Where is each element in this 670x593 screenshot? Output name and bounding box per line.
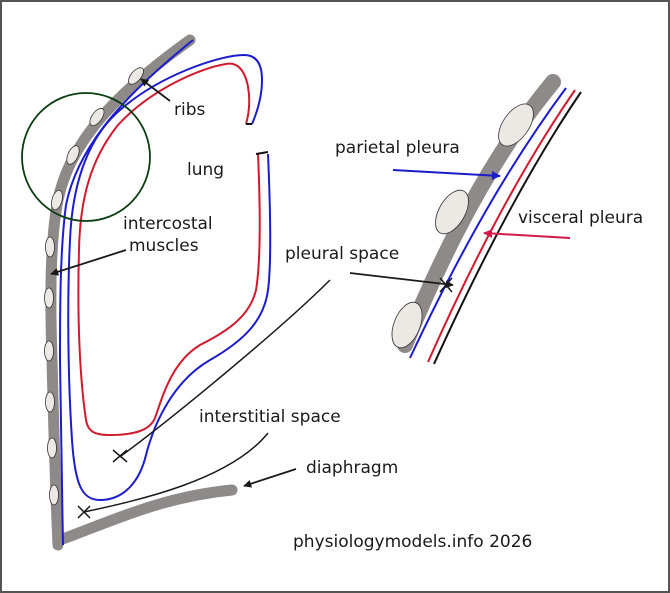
detail-parietal-pleura [409,87,567,359]
detail-chest-wall [397,74,561,353]
lung-label: lung [187,160,224,180]
credit-label: physiologymodels.info 2026 [293,532,532,552]
interstitial-space-x-marker [77,505,91,519]
interstitial-space-pointer [83,432,269,513]
chest-wall [45,34,196,551]
visceral-pleura-arrow [483,228,571,239]
ribs-label: ribs [174,100,206,120]
detail-ribs [391,103,534,349]
pleural-space-x-marker [112,449,128,463]
cut-edge-bottom [255,151,269,155]
intercostal-label-line2: muscles [129,236,199,256]
detail-x-marker [439,277,453,293]
detail-lung-edge [433,91,582,365]
zoom-circle [21,92,151,222]
lung-overview [21,34,331,551]
pleural-space-arrow [349,272,454,289]
parietal-pleura-arrow [392,169,501,181]
magnified-detail [349,74,582,365]
diaphragm-label: diaphragm [306,458,398,478]
diaphragm-arrow [243,468,297,488]
intercostal-label-line1: intercostal [123,214,213,234]
pleural-space-pointer [120,279,331,457]
lung-surface-outline [77,62,261,437]
diaphragm [54,484,238,546]
interstitial-space-label: interstitial space [199,407,341,427]
parietal-pleura-label: parietal pleura [335,138,460,158]
pleural-space-label: pleural space [285,244,399,264]
visceral-pleura-label: visceral pleura [518,208,643,228]
visceral-pleura-outline [67,53,272,502]
intercostal-arrow [50,249,127,276]
ribs-arrow [140,78,171,102]
detail-visceral-pleura [427,89,576,363]
ribs [44,67,144,506]
